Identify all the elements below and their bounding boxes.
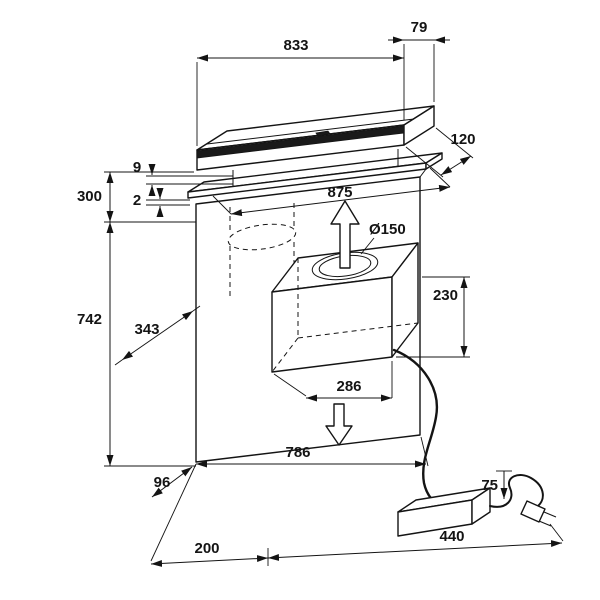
dim-label-floor-left: 200 (194, 540, 219, 557)
ext-line (273, 373, 307, 397)
dim-label-width-total: 833 (283, 37, 308, 54)
dim-body-width: 875 (212, 167, 451, 217)
dim-grille-thickness: 9 (133, 159, 233, 196)
box-hidden-edge (271, 337, 299, 373)
box-front-face (271, 276, 393, 373)
grille-strip (196, 125, 405, 159)
dim-label-duct-diameter: Ø150 (369, 221, 406, 238)
dim-label-bottom-depth: 96 (154, 474, 171, 491)
dim-line (440, 155, 472, 176)
dim-label-panel-height: 742 (77, 311, 102, 328)
dim-label-depth-top: 120 (450, 131, 475, 148)
power-plug (520, 500, 557, 527)
dim-width-total: 833 (196, 37, 405, 146)
dim-motor-depth: 343 (114, 305, 201, 366)
blower-box (271, 242, 419, 373)
dim-motor-width: 286 (273, 361, 393, 402)
ext-line (549, 523, 564, 542)
leader-line (360, 237, 375, 255)
dim-panel-height: 742 (77, 222, 196, 467)
ext-line (429, 167, 451, 188)
plug-body (520, 500, 546, 523)
dim-label-floor-right: 440 (439, 528, 464, 545)
dim-label-motor-depth: 343 (134, 321, 159, 338)
dim-label-motor-height: 230 (433, 287, 458, 304)
hidden-duct-hole (227, 223, 297, 251)
dim-label-width-offset: 79 (411, 19, 428, 36)
dim-line (121, 310, 194, 361)
dim-panel-width: 786 (196, 436, 429, 468)
dim-label-raised-height: 300 (77, 188, 102, 205)
ext-line (212, 195, 232, 215)
dim-label-panel-width: 786 (285, 444, 310, 461)
dim-line (267, 540, 563, 561)
trim-connector (419, 168, 427, 178)
control-box (397, 487, 491, 537)
dim-line (230, 184, 451, 217)
ext-line (420, 436, 429, 467)
airflow-down-arrow (325, 403, 353, 446)
dim-label-grille-thickness: 9 (133, 159, 141, 176)
dim-plug-clearance: 75 (481, 470, 512, 499)
dim-label-trim-thickness: 2 (133, 192, 141, 209)
slab-top-inner-line (206, 118, 415, 145)
box-hidden-edge (297, 322, 419, 339)
dim-label-plug-clearance: 75 (481, 477, 498, 494)
dim-depth-top: 120 (405, 127, 476, 178)
dim-label-body-width: 875 (327, 184, 352, 201)
dim-motor-height: 230 (396, 276, 470, 358)
ext-line (435, 127, 474, 159)
ext-line (192, 305, 201, 312)
dim-width-offset: 79 (388, 19, 450, 102)
control-box-right-face (471, 487, 491, 525)
dim-raised-height: 300 (77, 171, 196, 223)
vent-slab (196, 105, 435, 187)
dim-bottom-depth: 96 (150, 463, 197, 562)
slab-right-face (403, 105, 435, 146)
dim-trim-thickness: 2 (133, 188, 190, 217)
dim-label-motor-width: 286 (336, 378, 361, 395)
dim-floor-left: 200 (150, 540, 269, 567)
dim-line (151, 466, 193, 498)
dim-duct-diameter: Ø150 (360, 221, 406, 255)
ext-line (405, 146, 444, 178)
dim-floor-right: 440 (267, 523, 564, 561)
dim-line (150, 555, 269, 567)
slab-switch (315, 130, 331, 137)
ext-line (114, 359, 123, 366)
plug-prong (543, 511, 557, 518)
plug-prong (538, 520, 552, 527)
